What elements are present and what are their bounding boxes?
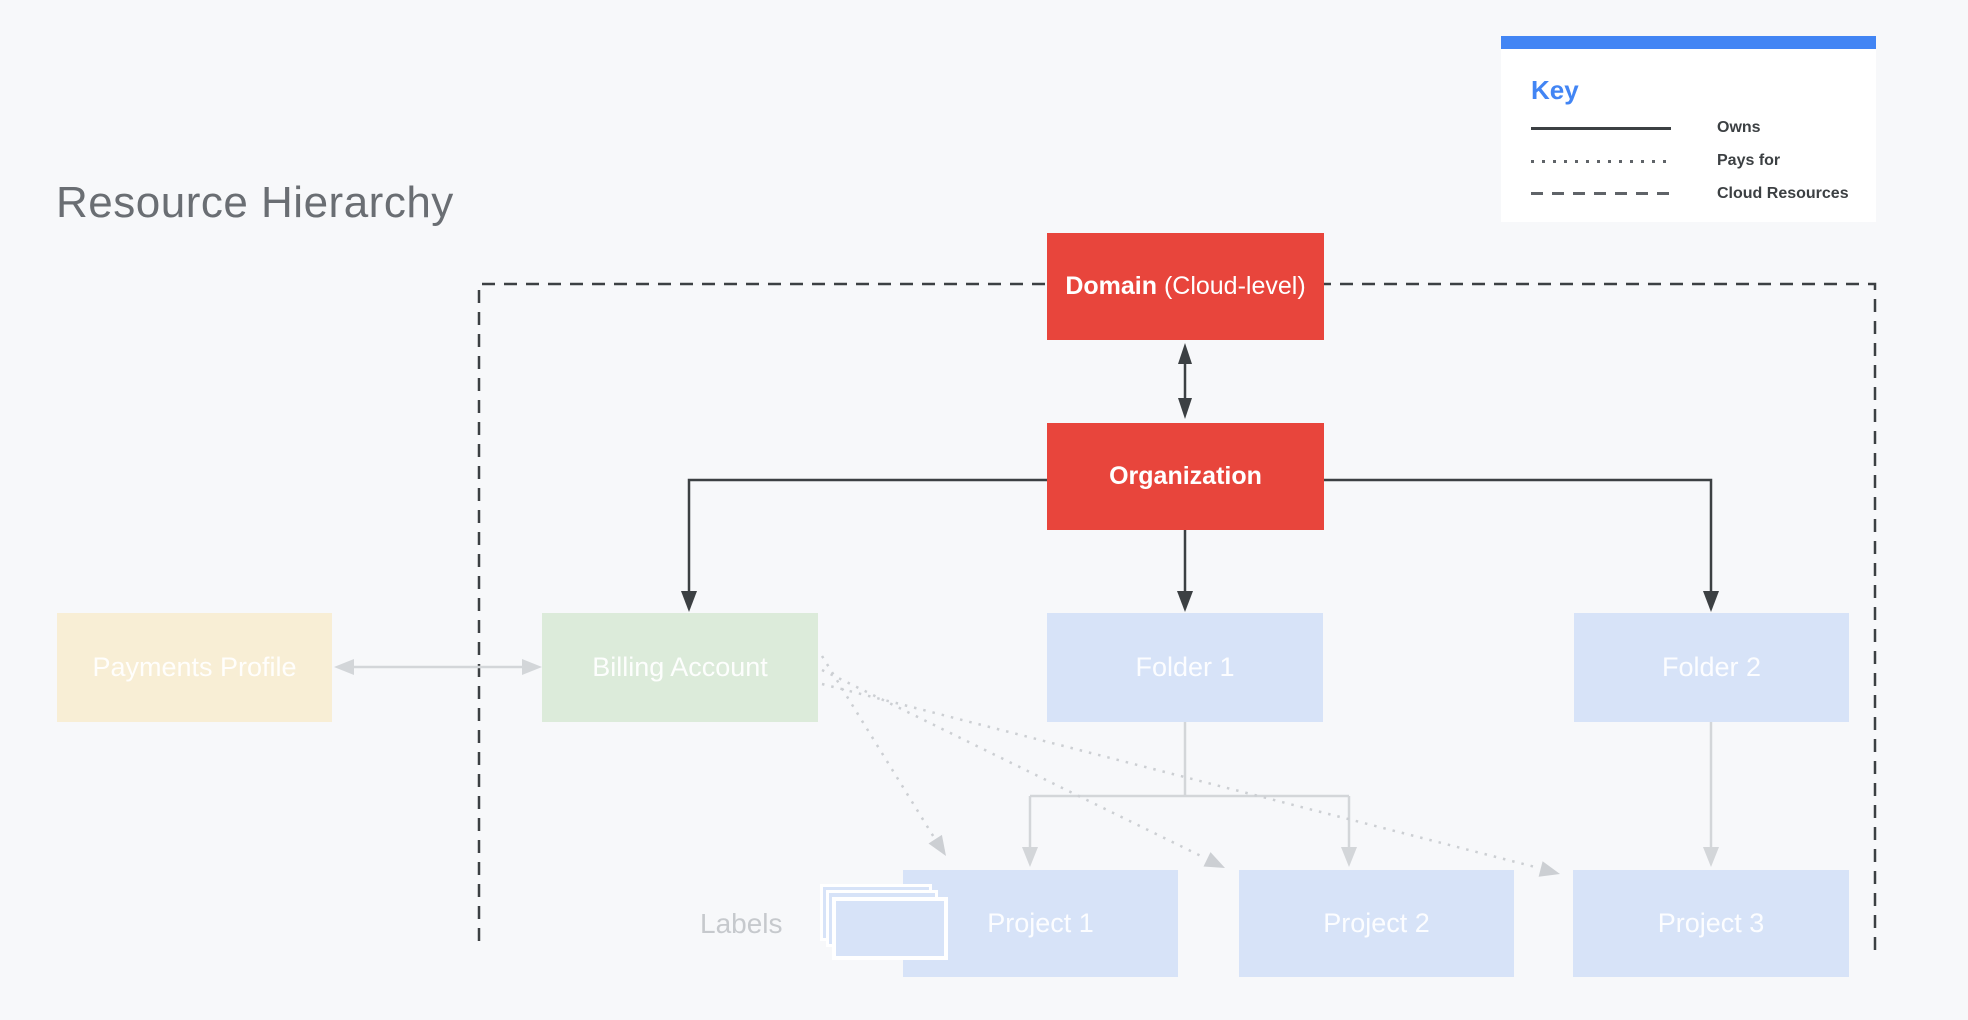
arrowhead-left-icon — [334, 659, 354, 675]
org-billing-connector — [687, 478, 1047, 591]
node-project-1: Project 1 — [903, 870, 1178, 977]
node-billing-account-label: Billing Account — [592, 652, 768, 682]
node-project-1-label: Project 1 — [987, 908, 1094, 938]
node-folder-1-label: Folder 1 — [1135, 652, 1235, 682]
node-organization-label: Organization — [1109, 462, 1262, 490]
key-label-cloud-resources: Cloud Resources — [1717, 185, 1849, 202]
key-row-pays-for: Pays for — [1531, 151, 1876, 171]
key-legend-body: Key Owns Pays for Cloud Resources — [1501, 49, 1876, 204]
arrowhead-down-icon — [1178, 398, 1192, 419]
node-payments-profile: Payments Profile — [57, 613, 332, 722]
dashed-line-sample-icon — [1531, 192, 1671, 195]
node-billing-account: Billing Account — [542, 613, 818, 722]
node-folder-1: Folder 1 — [1047, 613, 1323, 722]
owns-arrows — [681, 343, 1719, 612]
labels-annotation: Labels — [700, 908, 783, 939]
key-legend-panel: Key Owns Pays for Cloud Resources — [1501, 36, 1876, 222]
arrowhead-down-icon — [681, 591, 697, 612]
node-project-2-label: Project 2 — [1323, 908, 1430, 938]
node-folder-2-label: Folder 2 — [1661, 652, 1762, 682]
key-legend-accent-bar — [1501, 36, 1876, 49]
org-folder2-connector — [1324, 478, 1713, 591]
arrowhead-right-icon — [522, 659, 542, 675]
pays-for-arrowheads — [928, 834, 1560, 877]
node-domain-label: Domain (Cloud-level) — [1065, 272, 1306, 300]
arrowhead-diagonal-icon — [1203, 852, 1225, 868]
key-row-cloud-resources: Cloud Resources — [1531, 184, 1876, 204]
light-connectors — [334, 659, 1719, 867]
arrowhead-down-icon — [1703, 591, 1719, 612]
arrowhead-down-icon — [1022, 847, 1038, 867]
node-project-3: Project 3 — [1573, 870, 1849, 977]
key-row-owns: Owns — [1531, 118, 1876, 138]
node-payments-profile-label: Payments Profile — [92, 652, 297, 682]
arrowhead-diagonal-icon — [928, 834, 946, 856]
key-label-pays-for: Pays for — [1717, 152, 1781, 169]
key-label-owns: Owns — [1717, 119, 1761, 136]
node-folder-2: Folder 2 — [1574, 613, 1849, 722]
billing-project1-dotted — [820, 655, 937, 840]
arrowhead-diagonal-icon — [1538, 861, 1560, 877]
dotted-line-sample-icon — [1531, 159, 1671, 163]
arrowhead-down-icon — [1703, 847, 1719, 867]
folder1-projects-tree — [1028, 722, 1351, 848]
page-title: Resource Hierarchy — [56, 178, 454, 227]
arrowhead-down-icon — [1177, 591, 1193, 612]
label-card-front — [832, 897, 948, 960]
arrowhead-down-icon — [1341, 847, 1357, 867]
node-organization: Organization — [1047, 423, 1324, 530]
arrowhead-up-icon — [1178, 343, 1192, 364]
labels-stack-icon — [820, 884, 954, 968]
node-domain: Domain (Cloud-level) — [1047, 233, 1324, 340]
node-project-3-label: Project 3 — [1657, 908, 1765, 938]
solid-line-sample-icon — [1531, 126, 1671, 130]
key-legend-title: Key — [1531, 75, 1579, 105]
node-project-2: Project 2 — [1239, 870, 1514, 977]
